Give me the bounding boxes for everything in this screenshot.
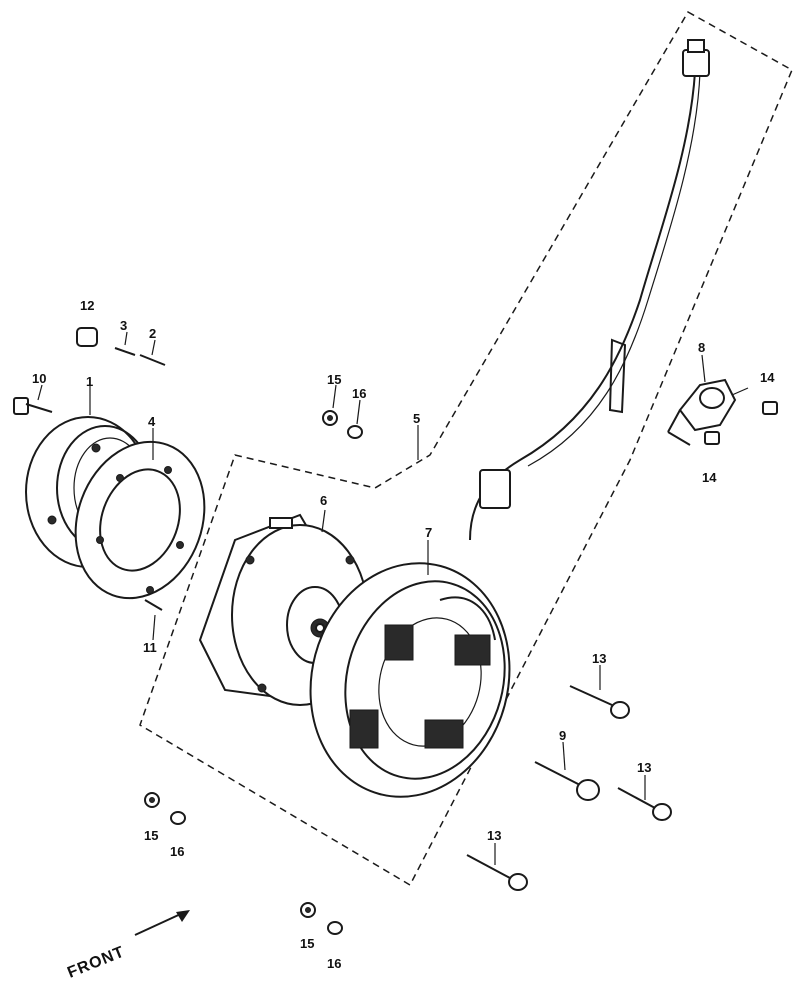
callout-15-bottom: 15: [300, 936, 314, 951]
bolt-10: [13, 397, 53, 415]
callout-13-middle: 13: [637, 760, 651, 775]
screw-14-right: [762, 401, 778, 415]
assembly-boundary: [139, 10, 793, 887]
bolt-13-upper: [569, 685, 630, 719]
pin-12: [76, 327, 98, 347]
callout-16-mid: 16: [170, 844, 184, 859]
pin-2: [139, 354, 166, 366]
callout-12: 12: [80, 298, 94, 313]
callout-10: 10: [32, 371, 46, 386]
callout-14-right: 14: [760, 370, 775, 385]
callout-7: 7: [425, 525, 432, 540]
wire-harness: [469, 39, 710, 541]
front-arrow: FRONT: [65, 910, 190, 982]
nut-15-mid: [144, 792, 160, 808]
callout-9: 9: [559, 728, 566, 743]
callout-2: 2: [149, 326, 156, 341]
gasket-ring: [74, 440, 206, 600]
bolt-9: [534, 761, 600, 801]
callout-16-bottom: 16: [327, 956, 341, 971]
callout-14-lower: 14: [702, 470, 717, 485]
stator: [309, 562, 511, 798]
front-label: FRONT: [65, 943, 127, 981]
callout-16-top: 16: [352, 386, 366, 401]
callout-11: 11: [143, 640, 157, 655]
bracket: [667, 378, 749, 446]
nut-15-bottom: [300, 902, 316, 918]
callout-3: 3: [120, 318, 127, 333]
washer-16-top: [347, 425, 363, 439]
callout-13-lower: 13: [487, 828, 501, 843]
callout-13-upper: 13: [592, 651, 606, 666]
screw-14-lower: [704, 431, 720, 445]
callout-15-mid: 15: [144, 828, 158, 843]
callout-8: 8: [698, 340, 705, 355]
callout-15-top: 15: [327, 372, 341, 387]
leader-lines: [37, 331, 706, 865]
callout-1: 1: [86, 374, 93, 389]
washer-16-mid: [170, 811, 186, 825]
bolt-13-lower: [466, 854, 528, 891]
callout-4: 4: [148, 414, 156, 429]
pin-11: [144, 599, 163, 611]
washer-16-bottom: [327, 921, 343, 935]
callout-5: 5: [413, 411, 420, 426]
callout-labels: 1 2 3 4 5 6 7 8 9 10 11 12 13 13 13 14 1…: [32, 298, 775, 971]
callout-6: 6: [320, 493, 327, 508]
bolt-13-middle: [617, 787, 672, 821]
pin-3: [114, 347, 136, 356]
nut-15-top: [322, 410, 338, 426]
